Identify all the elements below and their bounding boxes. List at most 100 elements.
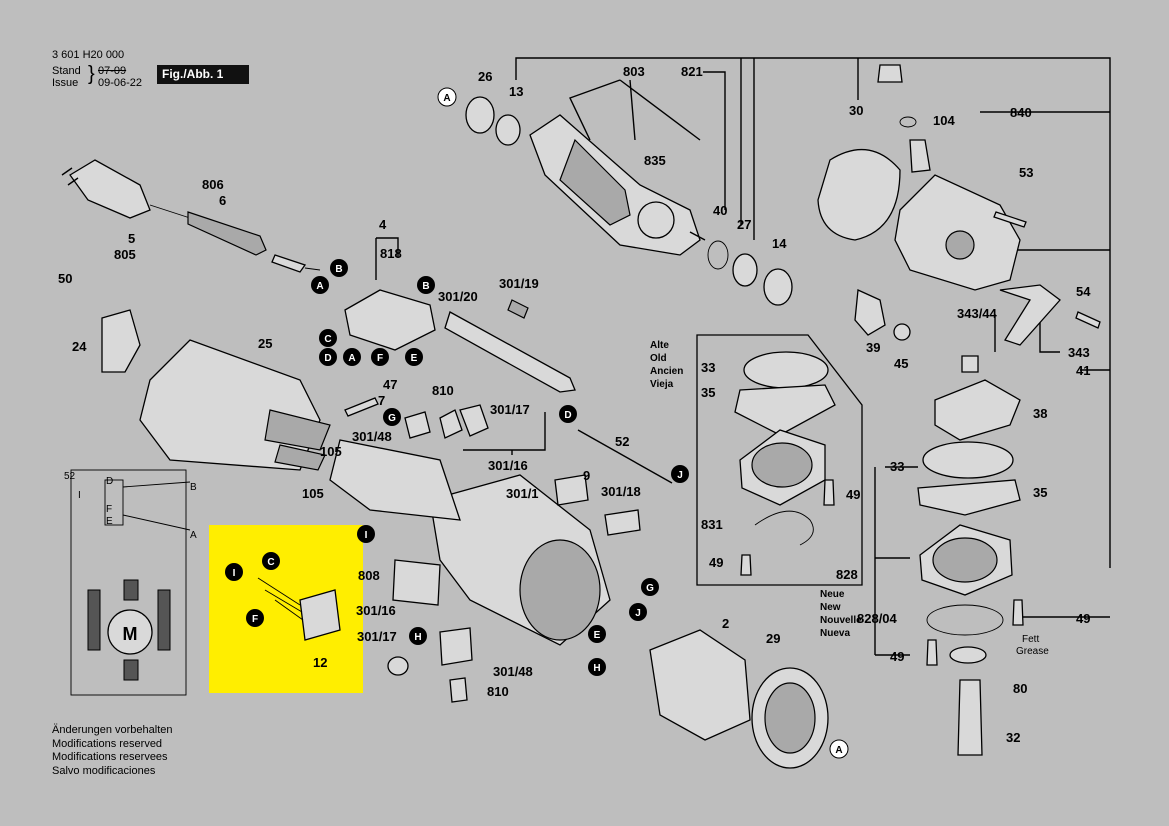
label-33-old: 33 xyxy=(701,360,715,375)
callout-i-1: I xyxy=(357,525,375,543)
label-808: 808 xyxy=(358,568,380,583)
part-numbers: 803 821 840 26 13 835 30 104 53 806 6 5 … xyxy=(58,64,1091,745)
callout-d-2-text: D xyxy=(564,410,571,421)
label-14: 14 xyxy=(772,236,787,251)
label-35-new: 35 xyxy=(1033,485,1047,500)
screw-53 xyxy=(993,211,1027,228)
label-301-16b: 301/16 xyxy=(356,603,396,618)
part-301-18 xyxy=(604,509,641,536)
label-41: 41 xyxy=(1076,363,1090,378)
new-legend: Neue New Nouvelle Nueva xyxy=(820,589,862,639)
label-45: 45 xyxy=(894,356,908,371)
callout-j-2: J xyxy=(629,603,647,621)
old-legend-es: Vieja xyxy=(650,379,674,390)
modification-notes: Änderungen vorbehalten Modifications res… xyxy=(52,724,172,778)
note-es: Salvo modificaciones xyxy=(52,764,156,777)
issue-date: 09-06-22 xyxy=(98,77,143,89)
label-33-new: 33 xyxy=(890,459,904,474)
carbon-brush-12 xyxy=(257,577,341,641)
nut-45 xyxy=(893,323,911,341)
cover-24 xyxy=(101,309,141,373)
pinion-39 xyxy=(854,289,886,336)
bearing-26 xyxy=(465,96,495,134)
label-828-04: 828/04 xyxy=(857,611,898,626)
callout-b-2-text: B xyxy=(422,281,429,292)
callout-h-2: H xyxy=(588,658,606,676)
label-105a: 105 xyxy=(320,444,342,459)
washer-80 xyxy=(949,646,987,664)
label-50: 50 xyxy=(58,271,72,286)
label-49-new-b: 49 xyxy=(890,649,904,664)
part-9 xyxy=(554,474,589,506)
callout-c-1-text: C xyxy=(324,334,331,345)
brush-holder-4 xyxy=(344,289,436,351)
label-818: 818 xyxy=(380,246,402,261)
label-49-new-a: 49 xyxy=(1076,611,1090,626)
callout-c-1: C xyxy=(319,329,337,347)
cable-52 xyxy=(577,429,673,484)
old-parts-frame xyxy=(696,334,863,586)
label-12: 12 xyxy=(313,655,327,670)
callout-d-2: D xyxy=(559,405,577,423)
label-9: 9 xyxy=(583,468,590,483)
callout-c-2: C xyxy=(262,552,280,570)
armature-part xyxy=(529,114,706,256)
note-en: Modifications reserved xyxy=(52,737,163,750)
bevel-gear-38 xyxy=(934,379,1021,441)
spring-301-19 xyxy=(507,299,529,319)
label-32: 32 xyxy=(1006,730,1020,745)
callout-g-1-text: G xyxy=(388,413,396,424)
label-301-17a: 301/17 xyxy=(490,402,530,417)
wiring-schematic: M 52 D I F E B A xyxy=(64,469,197,696)
stator-2 xyxy=(649,629,751,741)
callout-h-2-text: H xyxy=(593,663,600,674)
label-301-19: 301/19 xyxy=(499,276,539,291)
callout-d-1: D xyxy=(319,348,337,366)
label-343-44: 343/44 xyxy=(957,306,998,321)
motor-housing xyxy=(139,339,611,646)
label-39: 39 xyxy=(866,340,880,355)
label-7: 7 xyxy=(378,393,385,408)
callout-e-1-text: E xyxy=(411,353,418,364)
o-ring-828-04 xyxy=(926,604,1004,636)
callout-b-2: B xyxy=(417,276,435,294)
callout-e-2: E xyxy=(588,625,606,643)
bushing-41 xyxy=(961,355,979,373)
schematic-term-d: D xyxy=(106,476,113,487)
label-38: 38 xyxy=(1033,406,1047,421)
new-legend-es: Nueva xyxy=(820,628,850,639)
label-810a: 810 xyxy=(432,383,454,398)
callout-b-1-text: B xyxy=(335,264,342,275)
figure-label: Fig./Abb. 1 xyxy=(157,65,249,84)
callout-f-1-text: F xyxy=(377,353,383,364)
label-47: 47 xyxy=(383,377,397,392)
part-301-20 xyxy=(444,311,576,393)
callout-i-2-text: I xyxy=(233,568,236,579)
label-35-old: 35 xyxy=(701,385,715,400)
label-53: 53 xyxy=(1019,165,1033,180)
schematic-term-i: I xyxy=(78,490,81,501)
label-831: 831 xyxy=(701,517,723,532)
highlight-box xyxy=(209,525,363,693)
grease-label-en: Grease xyxy=(1016,646,1049,657)
label-835: 835 xyxy=(644,153,666,168)
new-legend-en: New xyxy=(820,602,841,613)
label-301-48a: 301/48 xyxy=(352,429,392,444)
label-810b: 810 xyxy=(487,684,509,699)
schematic-term-f: F xyxy=(106,504,112,515)
label-24: 24 xyxy=(72,339,87,354)
lock-lever-343 xyxy=(999,284,1061,346)
label-5: 5 xyxy=(128,231,135,246)
callout-e-1: E xyxy=(405,348,423,366)
callout-g-2: G xyxy=(641,578,659,596)
label-301-16a: 301/16 xyxy=(488,458,528,473)
new-legend-de: Neue xyxy=(820,589,845,600)
callout-f-1: F xyxy=(371,348,389,366)
label-803: 803 xyxy=(623,64,645,79)
callout-a-2: A xyxy=(343,348,361,366)
label-49-old-a: 49 xyxy=(846,487,860,502)
spindle-lock-button xyxy=(877,64,903,83)
screw-54 xyxy=(1075,311,1101,329)
stand-label: Stand xyxy=(52,65,81,77)
